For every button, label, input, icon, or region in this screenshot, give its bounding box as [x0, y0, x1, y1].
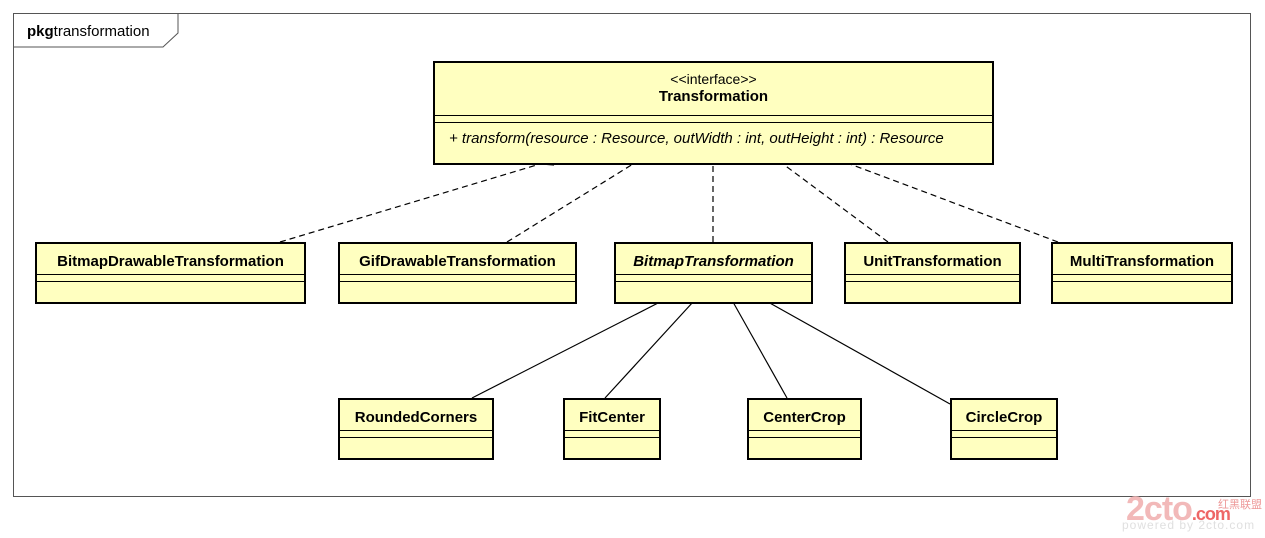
class-bitmap-drawable-transformation[interactable]: BitmapDrawableTransformation: [35, 242, 306, 304]
watermark-cn: 红黑联盟: [1218, 499, 1262, 511]
class-name: CircleCrop: [965, 409, 1043, 426]
generalization-centercrop: [733, 302, 788, 399]
class-compartment: [952, 430, 1056, 437]
realization-bitmapdrawable: [279, 164, 540, 243]
package-keyword: pkg: [27, 23, 54, 40]
class-gif-drawable-transformation[interactable]: GifDrawableTransformation: [338, 242, 577, 304]
realization-gifdrawable: [506, 164, 633, 243]
package-frame: [13, 13, 1251, 497]
class-compartment: [340, 437, 492, 444]
class-bitmap-transformation[interactable]: BitmapTransformation: [614, 242, 813, 304]
class-compartment: [340, 430, 492, 437]
package-label: pkgtransformation: [27, 23, 150, 40]
watermark-logo: 2cto.com: [1126, 490, 1231, 529]
class-center-crop[interactable]: CenterCrop: [747, 398, 862, 460]
class-compartment: [340, 274, 575, 281]
class-compartment: [565, 430, 659, 437]
class-compartment: [846, 274, 1019, 281]
class-name: UnitTransformation: [863, 253, 1002, 270]
package-name: transformation: [53, 23, 150, 40]
class-compartment: [1053, 281, 1231, 288]
class-compartment: [565, 437, 659, 444]
class-name: BitmapDrawableTransformation: [57, 253, 284, 270]
class-compartment: [846, 281, 1019, 288]
class-compartment: [340, 281, 575, 288]
class-rounded-corners[interactable]: RoundedCorners: [338, 398, 494, 460]
interface-stereotype: <<interface>>: [670, 71, 757, 87]
class-name: GifDrawableTransformation: [359, 253, 556, 270]
attribute-compartment: [435, 115, 992, 122]
class-circle-crop[interactable]: CircleCrop: [950, 398, 1058, 460]
operation-compartment: + transform(resource : Resource, outWidt…: [435, 122, 992, 149]
realization-unit: [783, 164, 889, 243]
interface-transformation[interactable]: <<interface>> Transformation + transform…: [433, 61, 994, 165]
class-name: MultiTransformation: [1069, 253, 1215, 270]
class-compartment: [37, 281, 304, 288]
transform-operation: + transform(resource : Resource, outWidt…: [449, 130, 944, 147]
watermark-main: 2cto: [1126, 490, 1193, 528]
class-compartment: [37, 274, 304, 281]
class-compartment: [616, 274, 811, 281]
generalization-roundedcorners: [471, 302, 660, 399]
class-name: BitmapTransformation: [633, 253, 794, 270]
class-compartment: [749, 437, 860, 444]
class-multi-transformation[interactable]: MultiTransformation: [1051, 242, 1233, 304]
watermark-suffix: .com: [1191, 504, 1231, 524]
interface-name: Transformation: [658, 88, 769, 105]
generalization-fitcenter: [604, 302, 693, 399]
package-tab: [13, 13, 179, 48]
generalization-circlecrop: [768, 302, 951, 405]
class-name: CenterCrop: [763, 409, 846, 426]
class-compartment: [952, 437, 1056, 444]
class-name: FitCenter: [579, 409, 645, 426]
class-unit-transformation[interactable]: UnitTransformation: [844, 242, 1021, 304]
class-compartment: [1053, 274, 1231, 281]
class-name: RoundedCorners: [354, 409, 478, 426]
class-compartment: [616, 281, 811, 288]
class-fit-center[interactable]: FitCenter: [563, 398, 661, 460]
realization-multi: [850, 164, 1059, 243]
class-compartment: [749, 430, 860, 437]
watermark-powered: powered by 2cto.com: [1122, 518, 1256, 532]
